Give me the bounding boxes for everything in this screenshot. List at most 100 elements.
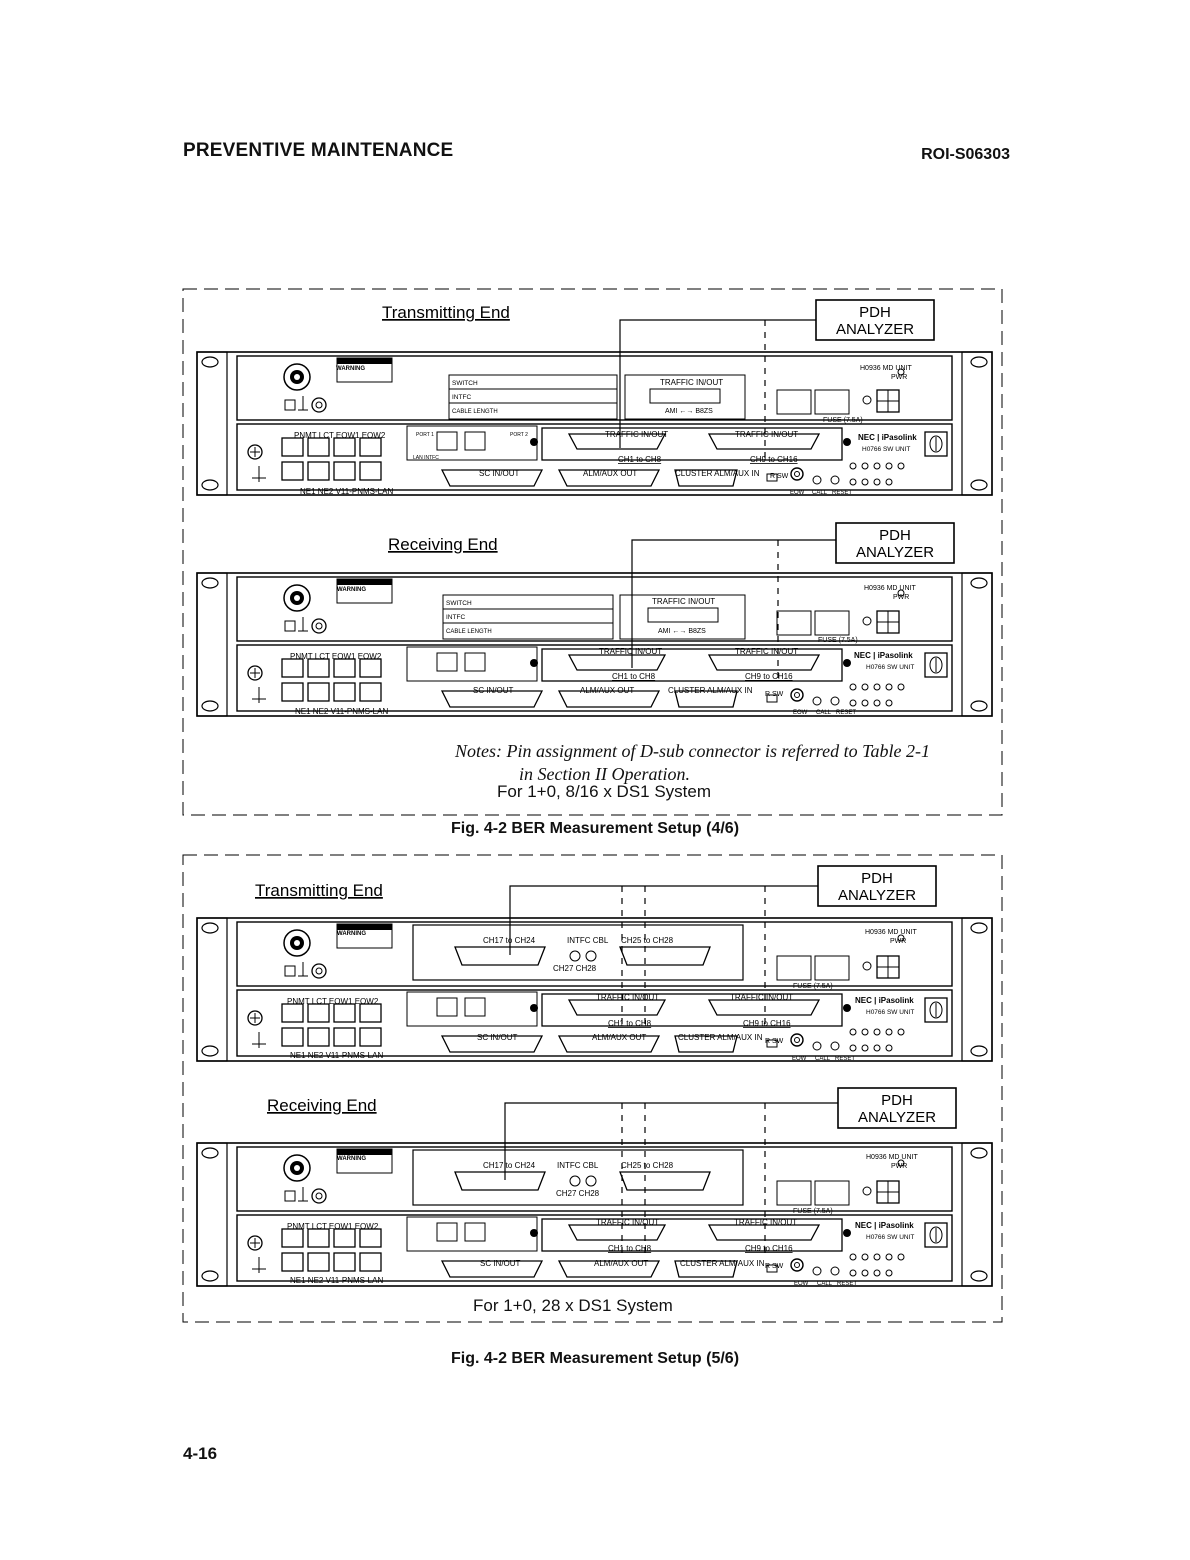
sw-traffic-1-a: TRAFFIC IN/OUT (605, 430, 668, 439)
md-unit-name-a-rx: H0936 MD UNIT (864, 585, 916, 592)
switch-header-a: SWITCH (452, 380, 478, 387)
switch-header-a-rx: SWITCH (446, 600, 472, 607)
ami-b8zs-a: AMI ←→ B8ZS (665, 408, 713, 415)
note-line-2: in Section II Operation. (519, 764, 690, 784)
sw-eow-b: EOW (792, 1056, 807, 1062)
md-fuse-a-rx: FUSE (7.5A) (818, 637, 858, 644)
sw-labels-top-a-rx: PNMT LCT EOW1 EOW2 (290, 652, 382, 661)
intfc-cbl-b-rx: INTFC CBL (557, 1161, 599, 1170)
md-unit-name-b: H0936 MD UNIT (865, 929, 917, 936)
md-unit-name-a: H0936 MD UNIT (860, 365, 912, 372)
sw-labels-bot-a: NE1 NE2 V11-PNMS-LAN (300, 487, 393, 496)
sw-alm-b-rx: ALM/AUX OUT (594, 1259, 648, 1268)
sw-reset-a: RESET (832, 490, 852, 496)
warning-a: WARNING (336, 366, 365, 372)
intfc-row-a: INTFC (452, 394, 471, 401)
ch25-b-rx: CH25 to CH28 (621, 1161, 674, 1170)
lan-intfc-a: LAN INTFC (413, 455, 439, 461)
md-fuse-b: FUSE (7.5A) (793, 983, 833, 990)
md-pwr-a-rx: PWR (893, 594, 909, 601)
sw-call-b-rx: CALL (817, 1281, 833, 1287)
analyzer-a-rx-line2: ANALYZER (856, 544, 934, 561)
sw-name-b-rx: H0766 SW UNIT (866, 1234, 914, 1241)
ch17-b-rx: CH17 to CH24 (483, 1161, 536, 1170)
sw-traffic-1-a-rx: TRAFFIC IN/OUT (599, 647, 662, 656)
document-id: ROI-S06303 (921, 146, 1010, 163)
sw-ch1-8-b-rx: CH1 to CH8 (608, 1244, 652, 1253)
sw-ch9-16-a: CH9 to CH16 (750, 455, 798, 464)
sw-brand-a-rx: NEC | iPasolink (854, 651, 913, 660)
cable-row-a-rx: CABLE LENGTH (446, 629, 492, 635)
sw-name-a: H0766 SW UNIT (862, 446, 910, 453)
page-number: 4-16 (183, 1444, 218, 1463)
sw-rsw-a-rx: R SW (765, 691, 784, 698)
fig-a-system: For 1+0, 8/16 x DS1 System (497, 782, 712, 801)
sw-brand-a: NEC | iPasolink (858, 433, 917, 442)
intfc-row-a-rx: INTFC (446, 614, 465, 621)
ch27-b-rx: CH27 CH28 (556, 1189, 600, 1198)
sw-ch9-16-a-rx: CH9 to CH16 (745, 672, 793, 681)
sw-alm-a-rx: ALM/AUX OUT (580, 686, 634, 695)
analyzer-b-rx-line2: ANALYZER (858, 1109, 936, 1126)
analyzer-b-tx-line2: ANALYZER (838, 887, 916, 904)
analyzer-a-rx-line1: PDH (879, 527, 911, 544)
sw-sc-b: SC IN/OUT (477, 1033, 518, 1042)
md-pwr-a: PWR (891, 374, 907, 381)
analyzer-b-rx-line1: PDH (881, 1092, 913, 1109)
sw-call-a-rx: CALL (816, 710, 832, 716)
sw-brand-b-rx: NEC | iPasolink (855, 1221, 914, 1230)
sw-reset-b: RESET (835, 1056, 855, 1062)
sw-rsw-a: R SW (770, 473, 789, 480)
fig-b-receiving-label: Receiving End (267, 1096, 377, 1115)
sw-labels-bot-b: NE1 NE2 V11-PNMS-LAN (290, 1051, 383, 1060)
md-fuse-a: FUSE (7.5A) (823, 417, 863, 424)
sw-rsw-b: R SW (765, 1038, 784, 1045)
intfc-cbl-b-tx: INTFC CBL (567, 936, 609, 945)
sw-traffic-2-b-rx: TRAFFIC IN/OUT (734, 1218, 797, 1227)
page-header-title: PREVENTIVE MAINTENANCE (183, 140, 454, 161)
cable-row-a: CABLE LENGTH (452, 409, 498, 415)
ami-b8zs-a-rx: AMI ←→ B8ZS (658, 628, 706, 635)
sw-name-a-rx: H0766 SW UNIT (866, 664, 914, 671)
sw-cluster-a-rx: CLUSTER ALM/AUX IN (668, 686, 753, 695)
sw-ch1-8-b: CH1 to CH8 (608, 1019, 652, 1028)
sw-alm-a: ALM/AUX OUT (583, 469, 637, 478)
sw-reset-b-rx: RESET (837, 1281, 857, 1287)
md-traffic-a-rx: TRAFFIC IN/OUT (652, 597, 715, 606)
sw-call-a: CALL (812, 490, 828, 496)
sw-traffic-2-a-rx: TRAFFIC IN/OUT (735, 647, 798, 656)
sw-ch9-16-b-rx: CH9 to CH16 (745, 1244, 793, 1253)
analyzer-a-tx-line2: ANALYZER (836, 321, 914, 338)
sw-eow-a-rx: EOW (793, 710, 808, 716)
sw-brand-b: NEC | iPasolink (855, 996, 914, 1005)
sw-traffic-1-b: TRAFFIC IN/OUT (596, 993, 659, 1002)
fig-b-system: For 1+0, 28 x DS1 System (471, 1296, 675, 1316)
sw-call-b: CALL (815, 1056, 831, 1062)
md-unit-name-b-rx: H0936 MD UNIT (866, 1154, 918, 1161)
fig-b-caption: Fig. 4-2 BER Measurement Setup (5/6) (450, 1350, 740, 1367)
sw-eow-a: EOW (790, 490, 805, 496)
note-line-1: Notes: Pin assignment of D-sub connector… (455, 741, 930, 761)
sw-cluster-b: CLUSTER ALM/AUX IN (678, 1033, 763, 1042)
ch17-b-tx: CH17 to CH24 (483, 936, 536, 945)
sw-name-b: H0766 SW UNIT (866, 1009, 914, 1016)
sw-labels-top-b: PNMT LCT EOW1 EOW2 (287, 997, 379, 1006)
md-pwr-b-rx: PWR (891, 1163, 907, 1170)
sw-labels-bot-b-rx: NE1 NE2 V11-PNMS-LAN (290, 1276, 383, 1285)
fig-b-transmitting-label: Transmitting End (255, 881, 383, 900)
sw-ch1-8-a: CH1 to CH8 (618, 455, 662, 464)
sw-traffic-2-b: TRAFFIC IN/OUT (730, 993, 793, 1002)
sw-sc-a-rx: SC IN/OUT (473, 686, 514, 695)
sw-reset-a-rx: RESET (836, 710, 856, 716)
warning-a-rx: WARNING (337, 587, 366, 593)
sw-sc-b-rx: SC IN/OUT (480, 1259, 521, 1268)
analyzer-b-tx-line1: PDH (861, 870, 893, 887)
warning-b: WARNING (337, 931, 366, 937)
sw-traffic-2-a: TRAFFIC IN/OUT (735, 430, 798, 439)
ch25-b-tx: CH25 to CH28 (621, 936, 674, 945)
sw-sc-a: SC IN/OUT (479, 469, 520, 478)
fig-a-receiving-label: Receiving End (388, 535, 498, 554)
analyzer-a-tx-line1: PDH (859, 304, 891, 321)
md-traffic-a: TRAFFIC IN/OUT (660, 378, 723, 387)
